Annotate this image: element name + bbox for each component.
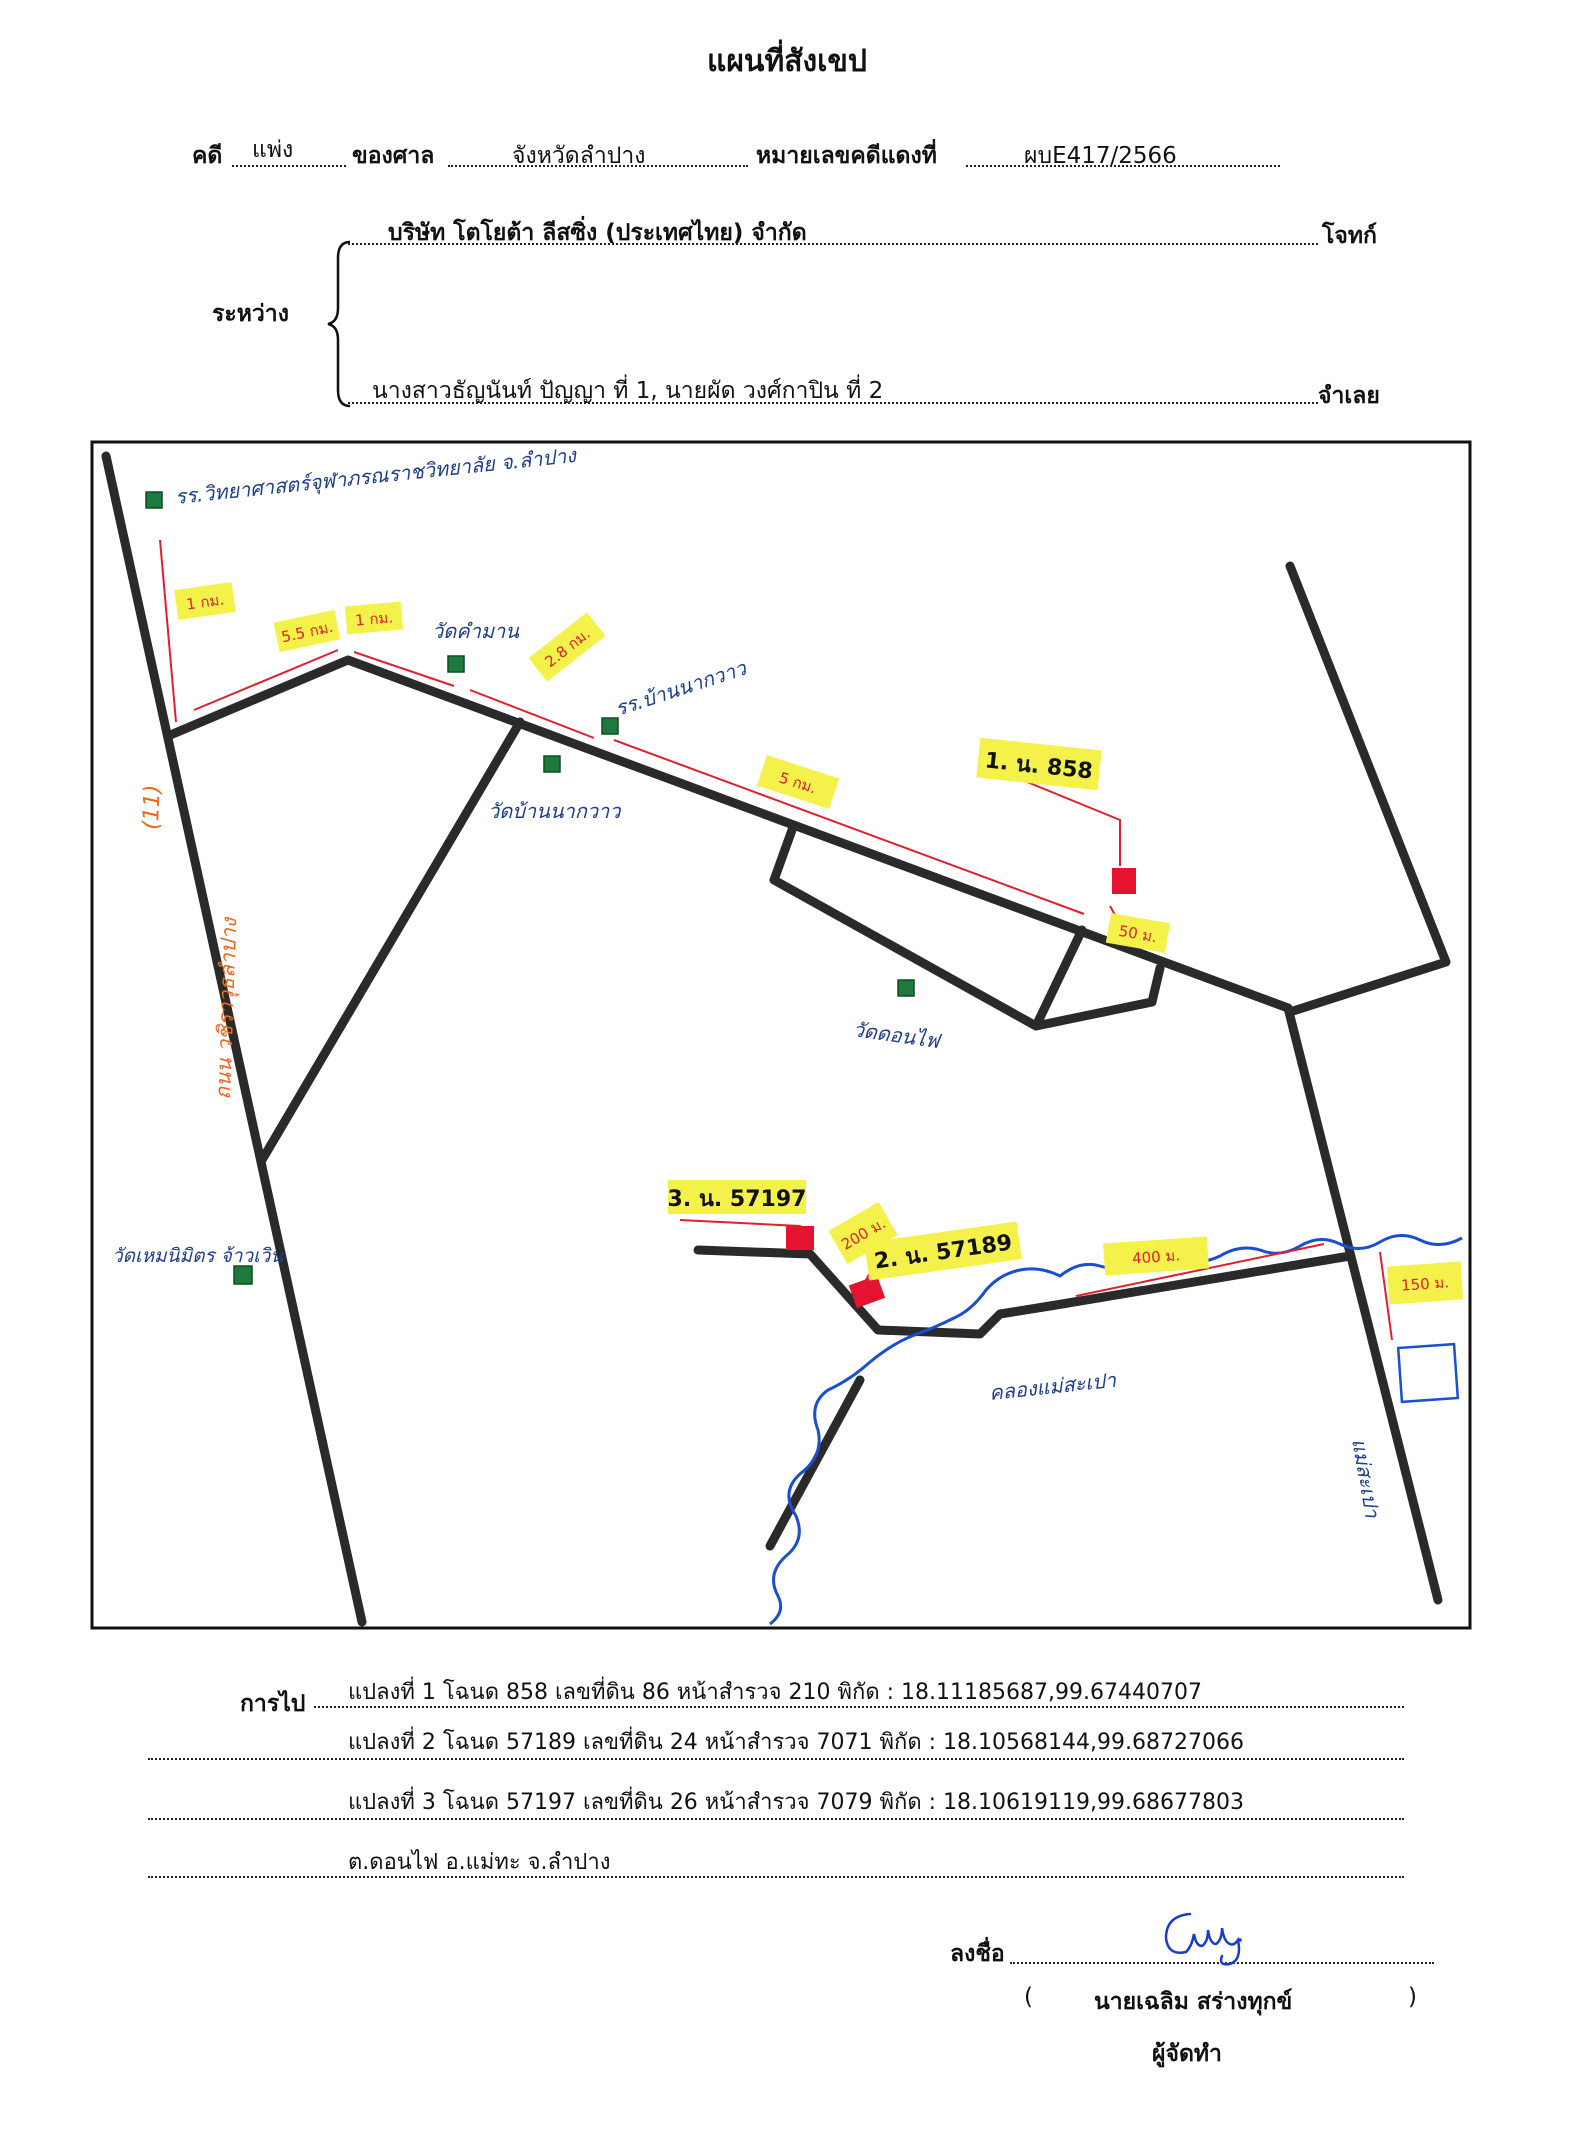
dist-8-bg — [1103, 1236, 1209, 1276]
office-marker — [1396, 1342, 1460, 1404]
wat-khamman-marker — [447, 655, 465, 673]
parcel-markers — [786, 868, 1136, 1309]
location-details: ต.ดอนไฟ อ.แม่ทะ จ.ลำปาง — [348, 1850, 611, 1875]
signature-label: ลงชื่อ — [950, 1941, 1005, 1967]
parcel-3-label: 3. น. 57197 — [668, 1187, 807, 1212]
dist-1-bg — [174, 582, 236, 620]
dist-3: 1 กม. — [354, 608, 393, 629]
parcel-1-label-bg — [976, 737, 1102, 791]
road-branch-south — [257, 717, 525, 1165]
arrow-east-segment — [1075, 1243, 1325, 1297]
dist-9: 150 ม. — [1400, 1273, 1449, 1294]
court-underline — [448, 165, 748, 167]
wat-donfai-marker — [897, 979, 915, 997]
defendant-name: นางสาวธัญนันท์ ปัญญา ที่ 1, นายผัด วงศ์ก… — [372, 378, 884, 404]
dist-5-bg — [756, 755, 840, 809]
dist-2-bg — [273, 609, 341, 653]
parcel-1-marker — [1112, 868, 1136, 894]
case-label: คดี — [192, 143, 223, 169]
signature-name: นายเฉลิม สร่างทุกข์ — [1094, 1989, 1293, 2015]
road-east-main — [1283, 1003, 1443, 1605]
road-to-parcels — [693, 1245, 1355, 1339]
road-loop-link — [1031, 925, 1087, 1031]
dist-9-bg — [1386, 1261, 1464, 1305]
school-bannakwao-marker — [601, 717, 619, 735]
signature-role: ผู้จัดทำ — [1152, 2041, 1222, 2067]
page-title: แผนที่สังเขป — [707, 44, 867, 79]
arrow-bridge-offset — [1379, 1251, 1393, 1341]
road-bannakwao — [163, 655, 1293, 1013]
dist-8: 400 ม. — [1131, 1246, 1180, 1267]
defendant-role: จำเลย — [1318, 383, 1380, 409]
case-number: ผบE417/2566 — [1024, 143, 1177, 169]
plaintiff-name: บริษัท โตโยต้า ลีสซิ่ง (ประเทศไทย) จำกัด — [388, 220, 807, 246]
arrow-school-to-road — [159, 539, 177, 723]
case-number-underline — [966, 165, 1280, 167]
case-type-underline — [232, 165, 346, 167]
court-label: ของศาล — [352, 143, 435, 169]
line-4 — [148, 1876, 1404, 1878]
parcel-3-label-bg — [668, 1180, 806, 1214]
dist-7-bg — [828, 1202, 898, 1264]
main-highway-11 — [101, 451, 367, 1627]
between-brace — [327, 240, 351, 408]
wat-khamman-label: วัดคำมาน — [432, 619, 520, 643]
line-2 — [148, 1758, 1404, 1760]
line-1 — [314, 1706, 1404, 1708]
between-label: ระหว่าง — [212, 301, 289, 327]
parcel-3-marker — [786, 1226, 814, 1250]
handwritten-signature — [1164, 1912, 1242, 1966]
dist-4-bg — [528, 612, 606, 682]
signature-name-close: ) — [1408, 1984, 1417, 2010]
roads — [101, 451, 1451, 1627]
line-3 — [148, 1818, 1404, 1820]
dist-3-bg — [344, 601, 404, 635]
parcel-2-label-bg — [864, 1221, 1022, 1281]
parcel-1-details: แปลงที่ 1 โฉนด 858 เลขที่ดิน 86 หน้าสำรว… — [348, 1680, 1202, 1705]
wat-hemmin-label: วัดเหมนิมิตร จ้าวเวิน — [112, 1245, 284, 1267]
school-top-marker — [145, 491, 163, 509]
wat-bannakwao-marker — [543, 755, 561, 773]
wat-hemmin-marker — [233, 1265, 253, 1285]
case-type: แพ่ง — [252, 137, 294, 163]
distance-labels: 1 กม. 5.5 กม. 1 กม. 2.8 กม. 5 กม. 50 ม. … — [174, 582, 1464, 1305]
parcel-2-details: แปลงที่ 2 โฉนด 57189 เลขที่ดิน 24 หน้าสำ… — [348, 1730, 1244, 1755]
road-stub — [765, 1375, 865, 1551]
dist-1: 1 กม. — [185, 590, 225, 613]
arrow-khamman — [353, 651, 455, 687]
parcel1-leader — [987, 765, 1121, 866]
road-east-upper — [1285, 561, 1451, 1017]
road-11-label: (11) — [139, 784, 166, 830]
plaintiff-role: โจทก์ — [1322, 223, 1377, 249]
signature-name-open: ( — [1024, 1984, 1033, 2010]
plaintiff-underline — [348, 243, 1318, 245]
wat-bannakwao-label: วัดบ้านนากวาว — [488, 799, 622, 823]
arrow-to-parcel1 — [613, 739, 1085, 915]
arrow-bannakwao — [469, 689, 595, 739]
landmark-markers — [145, 491, 915, 1285]
sketch-map: 1 กม. 5.5 กม. 1 กม. 2.8 กม. 5 กม. 50 ม. … — [90, 440, 1472, 1630]
case-number-label: หมายเลขคดีแดงที่ — [756, 143, 937, 169]
parcel-3-details: แปลงที่ 3 โฉนด 57197 เลขที่ดิน 26 หน้าสำ… — [348, 1790, 1244, 1815]
defendant-underline — [348, 402, 1318, 404]
dist-6-bg — [1105, 913, 1171, 953]
arrow-junction — [193, 649, 339, 711]
court-name: จังหวัดลำปาง — [512, 143, 646, 169]
directions-label: การไป — [240, 1691, 306, 1717]
parcel-2-marker — [848, 1275, 886, 1309]
river-khlong-mae-sapao — [769, 1234, 1463, 1626]
